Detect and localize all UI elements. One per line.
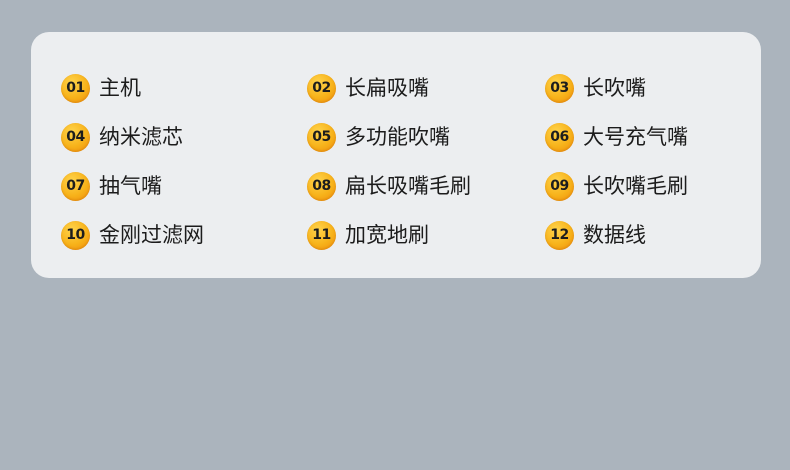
number-badge: 08	[307, 171, 336, 201]
number-badge: 06	[545, 122, 574, 152]
list-item: 10 金刚过滤网	[61, 215, 307, 255]
list-item: 05 多功能吹嘴	[307, 117, 545, 157]
list-item: 11 加宽地刷	[307, 215, 545, 255]
number-badge: 05	[307, 122, 336, 152]
number-badge: 02	[307, 73, 336, 103]
number-badge: 12	[545, 220, 574, 250]
item-label: 加宽地刷	[345, 222, 429, 247]
list-item: 07 抽气嘴	[61, 166, 307, 206]
package-contents-grid: 01 主机 02 长扁吸嘴 03 长吹嘴 04 纳米滤芯 05 多功能吹嘴 06…	[61, 68, 741, 264]
number-badge: 04	[61, 122, 90, 152]
item-label: 长吹嘴	[583, 75, 646, 100]
item-label: 抽气嘴	[99, 173, 162, 198]
list-item: 08 扁长吸嘴毛刷	[307, 166, 545, 206]
number-badge: 07	[61, 171, 90, 201]
list-item: 09 长吹嘴毛刷	[545, 166, 741, 206]
list-item: 04 纳米滤芯	[61, 117, 307, 157]
list-item: 02 长扁吸嘴	[307, 68, 545, 108]
item-label: 大号充气嘴	[583, 124, 688, 149]
number-badge: 10	[61, 220, 90, 250]
package-contents-card: 01 主机 02 长扁吸嘴 03 长吹嘴 04 纳米滤芯 05 多功能吹嘴 06…	[31, 32, 761, 278]
number-badge: 01	[61, 73, 90, 103]
item-label: 数据线	[583, 222, 646, 247]
item-label: 金刚过滤网	[99, 222, 204, 247]
number-badge: 09	[545, 171, 574, 201]
list-item: 01 主机	[61, 68, 307, 108]
item-label: 主机	[99, 75, 141, 100]
item-label: 扁长吸嘴毛刷	[345, 173, 471, 198]
item-label: 长扁吸嘴	[345, 75, 429, 100]
item-label: 多功能吹嘴	[345, 124, 450, 149]
item-label: 纳米滤芯	[99, 124, 183, 149]
number-badge: 03	[545, 73, 574, 103]
list-item: 12 数据线	[545, 215, 741, 255]
list-item: 06 大号充气嘴	[545, 117, 741, 157]
list-item: 03 长吹嘴	[545, 68, 741, 108]
item-label: 长吹嘴毛刷	[583, 173, 688, 198]
number-badge: 11	[307, 220, 336, 250]
